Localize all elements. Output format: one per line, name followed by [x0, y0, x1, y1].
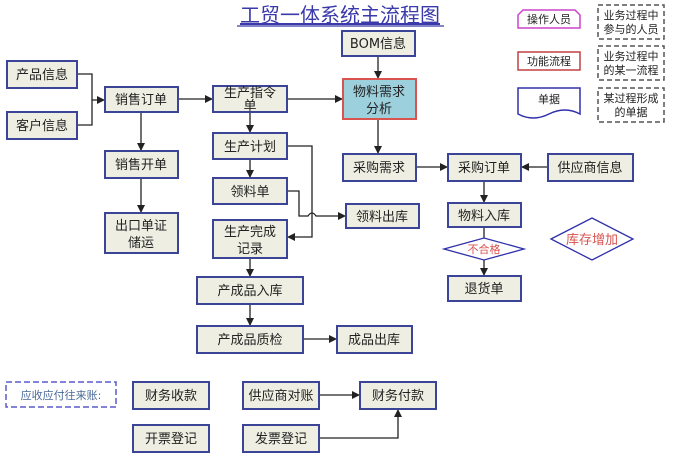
node-picking-list[interactable]: 领料单	[212, 177, 288, 205]
node-material-in[interactable]: 物料入库	[447, 202, 522, 228]
node-label: 产成品质检	[217, 333, 282, 348]
node-finance-payment[interactable]: 财务付款	[359, 381, 437, 410]
node-label: 采购需求	[353, 160, 405, 176]
node-ar-ap: 应收应付往来账:	[5, 381, 117, 408]
node-label: 供应商对账	[248, 388, 313, 404]
node-supplier-reconcile[interactable]: 供应商对账	[242, 381, 320, 410]
legend-operator: 操作人员	[527, 12, 571, 26]
node-label: 生产指令	[224, 86, 276, 101]
node-label: 供应商信息	[557, 160, 622, 176]
legend-function-desc-box	[597, 45, 665, 81]
node-label: 成品出库	[348, 332, 400, 348]
node-sales-invoice[interactable]: 销售开单	[104, 150, 179, 179]
node-label: 产成品入库	[217, 283, 282, 299]
node-production-plan[interactable]: 生产计划	[212, 132, 288, 160]
node-label: 库存增加	[566, 232, 618, 248]
node-label: 不合格	[468, 242, 501, 256]
node-label: 储运	[128, 236, 154, 251]
node-label: 销售开单	[115, 157, 167, 173]
node-label: 客户信息	[16, 118, 68, 134]
node-label: 发票登记	[255, 431, 307, 447]
node-label: 销售订单	[115, 92, 167, 108]
legend-operator-desc: 参与的人员	[604, 22, 659, 36]
node-bom[interactable]: BOM信息	[341, 30, 416, 57]
node-sales-order[interactable]: 销售订单	[104, 86, 179, 113]
node-finished-out[interactable]: 成品出库	[336, 325, 413, 354]
node-product-info[interactable]: 产品信息	[6, 60, 78, 89]
legend: 操作人员 功能流程 单据 业务过程中 参与的人员 业务过程中 的某一流程 某过程…	[517, 4, 665, 123]
node-finance-receipt[interactable]: 财务收款	[132, 381, 210, 410]
node-label: 财务收款	[145, 388, 197, 404]
node-material-out[interactable]: 领料出库	[345, 203, 420, 229]
node-label: 出口单证	[115, 219, 167, 234]
node-unqualified[interactable]: 不合格	[441, 237, 527, 261]
legend-document-desc-box	[597, 87, 665, 123]
node-label: 物料需求	[353, 85, 405, 100]
node-purchase-demand[interactable]: 采购需求	[342, 153, 417, 182]
node-label: 分析	[366, 102, 392, 117]
node-invoice-issue[interactable]: 开票登记	[132, 424, 210, 453]
node-label: BOM信息	[350, 36, 406, 52]
legend-document: 单据	[538, 92, 560, 106]
legend-operator-shape	[517, 9, 581, 29]
legend-function-shape	[517, 51, 581, 71]
node-label: 领料单	[230, 185, 269, 200]
legend-operator-desc: 业务过程中	[604, 9, 659, 22]
legend-function: 功能流程	[527, 54, 571, 68]
legend-document-shape	[517, 87, 581, 119]
node-stock-increase[interactable]: 库存增加	[549, 217, 635, 261]
node-label: 开票登记	[145, 432, 197, 447]
node-label: 物料入库	[458, 208, 510, 224]
node-label: 生产计划	[224, 140, 276, 155]
legend-function-desc: 的某一流程	[604, 63, 659, 77]
node-label: 采购订单	[458, 160, 510, 176]
page-title: 工贸一体系统主流程图	[240, 3, 440, 27]
legend-document-desc: 的单据	[615, 105, 648, 119]
node-label: 产品信息	[16, 67, 68, 83]
node-label: 退货单	[464, 281, 503, 297]
node-invoice-receive[interactable]: 发票登记	[242, 424, 320, 453]
node-customer-info[interactable]: 客户信息	[6, 111, 78, 140]
node-label: 单	[243, 99, 256, 114]
node-purchase-order[interactable]: 采购订单	[447, 153, 522, 182]
node-supplier-info[interactable]: 供应商信息	[547, 153, 634, 182]
node-finished-in[interactable]: 产成品入库	[196, 276, 304, 305]
node-label: 生产完成	[224, 225, 276, 240]
legend-document-desc: 某过程形成	[604, 92, 659, 105]
legend-operator-desc-box	[597, 4, 665, 40]
legend-function-desc: 业务过程中	[604, 50, 659, 63]
node-label: 应收应付往来账:	[21, 388, 102, 402]
node-label: 记录	[237, 242, 263, 257]
node-finished-qc[interactable]: 产成品质检	[196, 325, 304, 354]
node-return-note[interactable]: 退货单	[447, 275, 522, 302]
node-label: 领料出库	[356, 209, 408, 225]
node-label: 财务付款	[372, 388, 424, 404]
